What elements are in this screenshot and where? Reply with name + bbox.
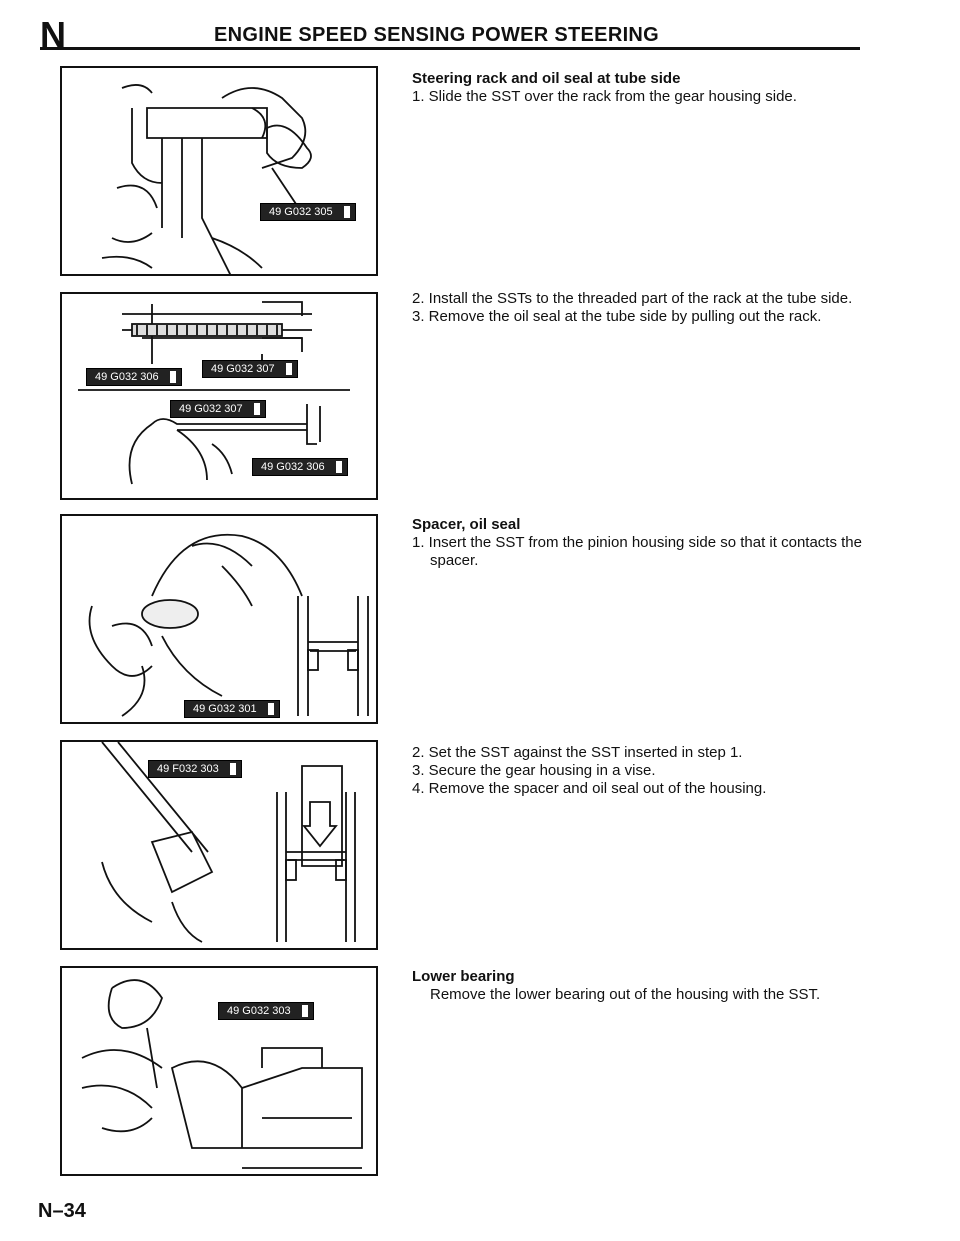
lower-bearing-illustration: [81, 979, 363, 1169]
section-heading: Spacer, oil seal: [412, 516, 521, 533]
page-title: ENGINE SPEED SENSING POWER STEERING: [214, 24, 660, 46]
step: 2. Set the SST against the SST inserted …: [412, 744, 743, 761]
section-install-ssts: 2. Install the SSTs to the threaded part…: [412, 290, 864, 326]
figure-rack-sst: 49 G032 305: [60, 66, 378, 276]
sst-label: 49 G032 301: [184, 700, 280, 718]
sst-label: 49 G032 306: [252, 458, 348, 476]
section-steering-rack: Steering rack and oil seal at tube side …: [412, 70, 864, 106]
step: 2. Install the SSTs to the threaded part…: [412, 290, 853, 307]
figure-secure-housing: 49 F032 303: [60, 740, 378, 950]
page-number: N–34: [38, 1200, 86, 1222]
figure-lower-bearing: 49 G032 303: [60, 966, 378, 1176]
step: 1. Slide the SST over the rack from the …: [412, 88, 797, 105]
step: 3. Secure the gear housing in a vise.: [412, 762, 656, 779]
sst-label: 49 G032 305: [260, 203, 356, 221]
step: 1. Insert the SST from the pinion housin…: [412, 534, 862, 569]
step: 3. Remove the oil seal at the tube side …: [412, 308, 822, 325]
sst-label: 49 G032 307: [170, 400, 266, 418]
figure-sst-install: 49 G032 306 49 G032 307 49 G032 307 49 G…: [60, 292, 378, 500]
section-secure-remove: 2. Set the SST against the SST inserted …: [412, 744, 864, 798]
step: 4. Remove the spacer and oil seal out of…: [412, 780, 767, 797]
spacer-seal-illustration: [88, 533, 369, 717]
section-body: Remove the lower bearing out of the hous…: [430, 986, 821, 1003]
section-spacer-oil-seal: Spacer, oil seal 1. Insert the SST from …: [412, 516, 864, 570]
secure-housing-illustration: [101, 742, 356, 943]
sst-label: 49 G032 303: [218, 1002, 314, 1020]
section-heading: Lower bearing: [412, 968, 515, 985]
sst-label: 49 F032 303: [148, 760, 242, 778]
section-heading: Steering rack and oil seal at tube side: [412, 70, 681, 87]
figure-spacer-seal: 49 G032 301: [60, 514, 378, 724]
sst-label: 49 G032 306: [86, 368, 182, 386]
header-rule: [40, 47, 860, 50]
rack-sst-illustration: [101, 84, 312, 274]
sst-label: 49 G032 307: [202, 360, 298, 378]
section-lower-bearing: Lower bearing Remove the lower bearing o…: [412, 968, 864, 1004]
